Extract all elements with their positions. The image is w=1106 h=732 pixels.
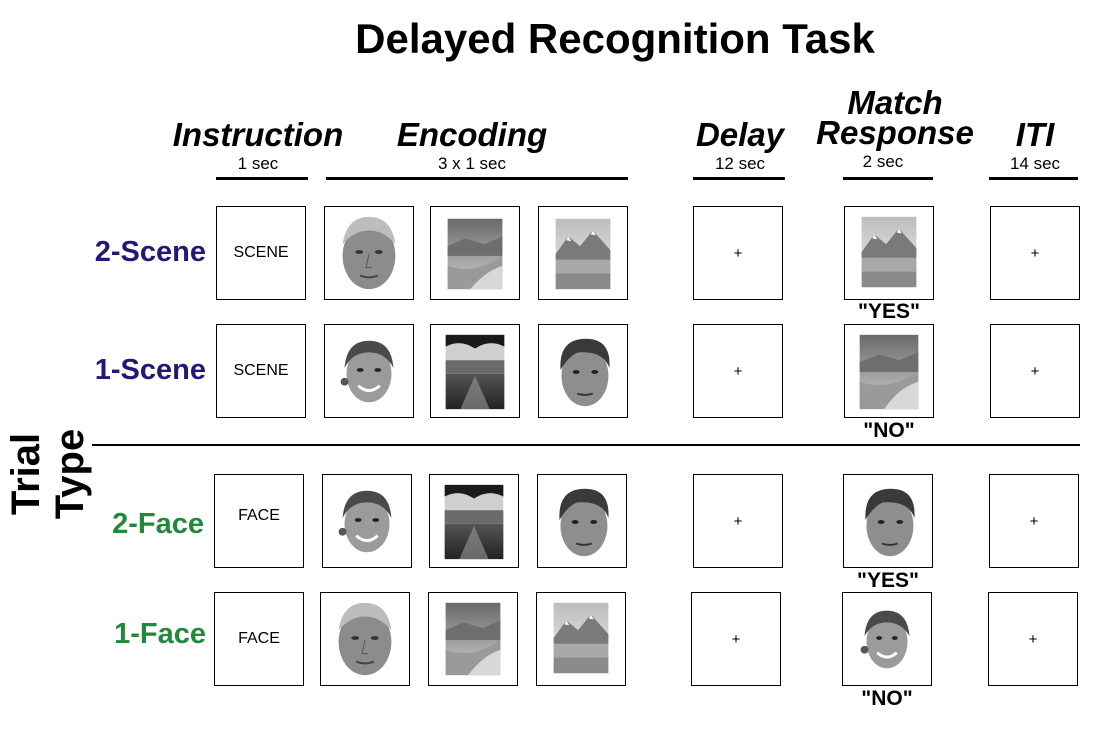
column-header-encoding: Encoding	[396, 116, 548, 153]
stimulus-scene-mountain-lake	[538, 206, 628, 300]
stimulus-scene-dark-lake	[430, 324, 520, 418]
face-image	[560, 338, 610, 407]
timeline-rule-iti	[989, 177, 1078, 180]
fixation-cross: +	[733, 244, 743, 262]
fixation-cross: +	[731, 630, 741, 648]
timeline-rule-encoding	[326, 177, 628, 180]
scene-image	[859, 334, 919, 410]
column-header-match-line2: Response	[816, 114, 974, 151]
delay-fixation-frame: +	[693, 206, 783, 300]
stimulus-face-female-smiling	[324, 324, 414, 418]
fixation-cross: +	[1030, 362, 1040, 380]
row-label-1-face: 1-Face	[114, 618, 206, 650]
scene-image	[447, 218, 503, 290]
column-header-iti: ITI	[1015, 116, 1055, 153]
column-header-match-line1: Match	[847, 84, 943, 121]
face-image	[338, 602, 392, 676]
stimulus-face-male-blond	[324, 206, 414, 300]
scene-image	[553, 602, 609, 674]
iti-fixation-frame: +	[988, 592, 1078, 686]
face-image	[860, 610, 910, 669]
group-divider	[92, 444, 1080, 446]
stimulus-face-male-brown-hair	[537, 474, 627, 568]
timeline-rule-delay	[693, 177, 785, 180]
column-header-instruction: Instruction	[172, 116, 344, 153]
stimulus-face-male-blond	[320, 592, 410, 686]
scene-image	[445, 602, 501, 676]
instruction-frame: SCENE	[216, 206, 306, 300]
row-label-1-scene: 1-Scene	[94, 354, 206, 386]
stimulus-face-male-brown-hair	[538, 324, 628, 418]
duration-match: 2 sec	[862, 152, 904, 171]
row-label-2-scene: 2-Scene	[94, 236, 206, 268]
delay-fixation-frame: +	[693, 324, 783, 418]
scene-image	[445, 334, 505, 410]
instruction-frame: SCENE	[216, 324, 306, 418]
delay-fixation-frame: +	[693, 474, 783, 568]
scene-image	[555, 218, 611, 290]
response-label: "NO"	[861, 687, 913, 710]
face-image	[340, 340, 394, 403]
stimulus-scene-valley	[428, 592, 518, 686]
fixation-cross: +	[1028, 630, 1038, 648]
face-image	[865, 488, 915, 557]
scene-image	[861, 216, 917, 288]
response-label: "NO"	[863, 419, 915, 442]
instruction-frame: FACE	[214, 474, 304, 568]
fixation-cross: +	[733, 362, 743, 380]
face-image	[338, 490, 392, 553]
iti-fixation-frame: +	[990, 324, 1080, 418]
instruction-frame: FACE	[214, 592, 304, 686]
iti-fixation-frame: +	[989, 474, 1079, 568]
duration-instruction: 1 sec	[237, 154, 279, 173]
response-label: "YES"	[857, 569, 919, 592]
instruction-text: FACE	[238, 630, 280, 647]
probe-face-male-brown-hair	[843, 474, 933, 568]
delay-fixation-frame: +	[691, 592, 781, 686]
timeline-rule-instruction	[216, 177, 308, 180]
face-image	[559, 488, 609, 557]
row-label-2-face: 2-Face	[112, 508, 204, 540]
stimulus-scene-mountain-lake	[536, 592, 626, 686]
instruction-text: SCENE	[233, 362, 289, 379]
iti-fixation-frame: +	[990, 206, 1080, 300]
face-image	[342, 216, 396, 290]
probe-scene-mountain-lake	[844, 206, 934, 300]
fixation-cross: +	[1030, 244, 1040, 262]
stimulus-scene-valley	[430, 206, 520, 300]
column-header-delay: Delay	[695, 116, 785, 153]
probe-face-female-smiling	[842, 592, 932, 686]
fixation-cross: +	[1029, 512, 1039, 530]
scene-image	[444, 484, 504, 560]
figure-title: Delayed Recognition Task	[355, 15, 875, 62]
timeline-rule-match	[843, 177, 933, 180]
duration-delay: 12 sec	[714, 154, 766, 173]
fixation-cross: +	[733, 512, 743, 530]
instruction-text: SCENE	[233, 244, 289, 261]
response-label: "YES"	[858, 300, 920, 323]
probe-scene-valley	[844, 324, 934, 418]
stimulus-scene-dark-lake	[429, 474, 519, 568]
duration-iti: 14 sec	[1009, 154, 1061, 173]
instruction-text: FACE	[238, 507, 280, 524]
stimulus-face-female-smiling	[322, 474, 412, 568]
duration-encoding: 3 x 1 sec	[437, 154, 507, 173]
